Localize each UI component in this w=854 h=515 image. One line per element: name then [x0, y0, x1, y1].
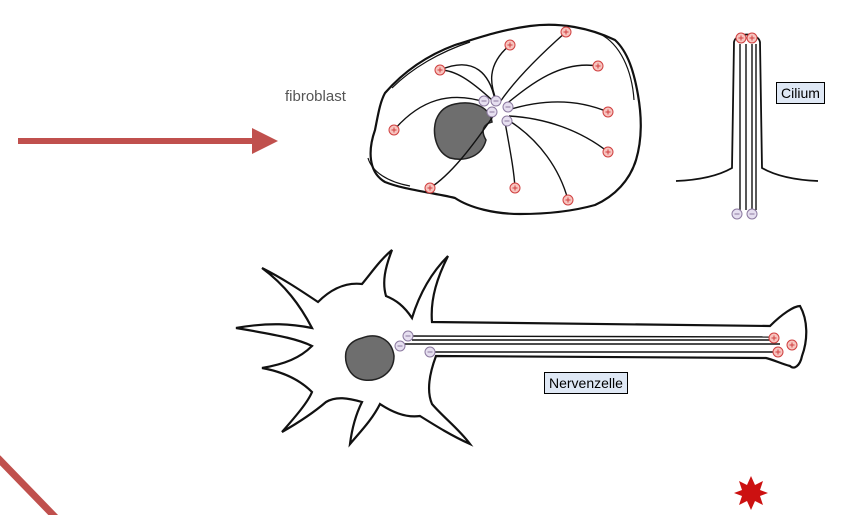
- fibroblast-label: fibroblast: [285, 88, 346, 105]
- star-burst-icon: [734, 476, 768, 510]
- fibroblast-cell: [368, 25, 641, 214]
- diagonal-arrow: [0, 455, 58, 515]
- cilium-label: Cilium: [776, 82, 825, 104]
- nerve-cell: [236, 250, 806, 444]
- right-arrow: [18, 128, 278, 154]
- nerve-cell-label: Nervenzelle: [544, 372, 628, 394]
- cilium: [676, 33, 818, 219]
- nerve-cell-nucleus: [346, 336, 394, 380]
